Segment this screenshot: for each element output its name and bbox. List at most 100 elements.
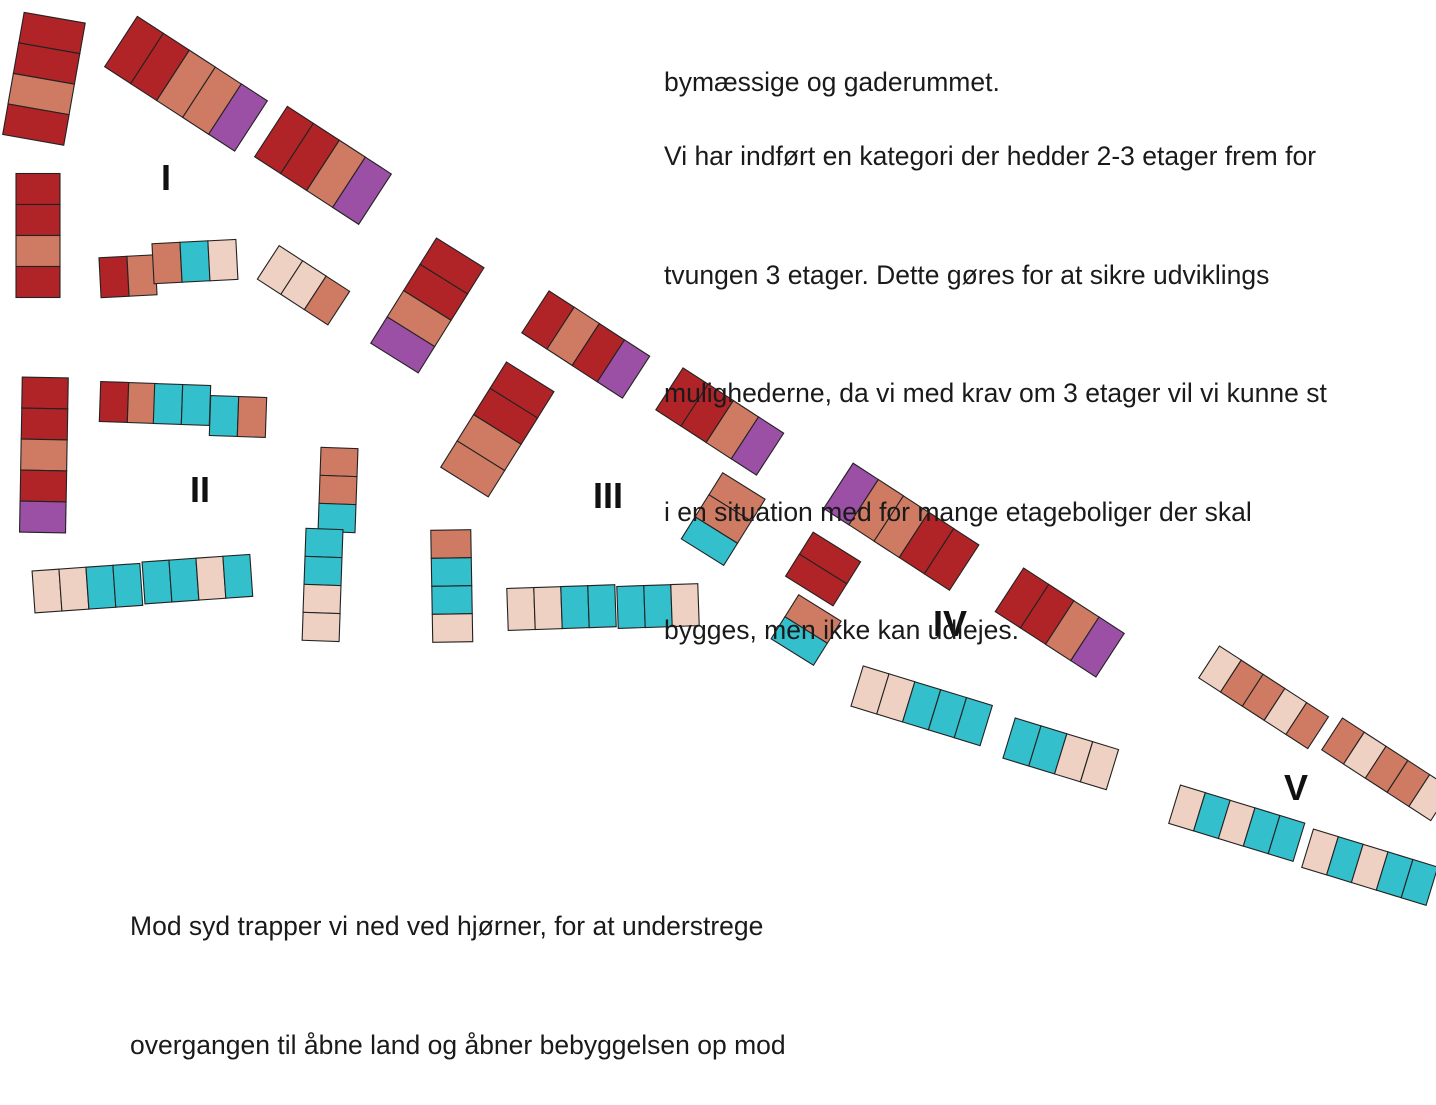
- housing-unit-turquoise: [152, 382, 184, 426]
- building-row: [1002, 717, 1120, 791]
- building-row: [1320, 717, 1436, 822]
- housing-unit-terracotta: [15, 234, 61, 268]
- housing-unit-light-pink: [207, 238, 239, 282]
- text-line: bymæssige og gaderummet.: [664, 67, 1000, 97]
- housing-unit-turquoise: [1267, 814, 1306, 863]
- housing-unit-terracotta: [430, 529, 472, 559]
- text-line: bygges, men ikke kan udlejes.: [664, 615, 1020, 645]
- building-row: [439, 361, 555, 498]
- building-row: [680, 471, 766, 567]
- cluster-label-iii: III: [593, 475, 623, 516]
- building-row: [521, 290, 651, 399]
- housing-unit-terracotta: [1285, 701, 1330, 750]
- building-row: [15, 172, 61, 299]
- housing-unit-dark-red: [98, 255, 130, 299]
- housing-unit-light-pink: [506, 586, 536, 632]
- housing-unit-purple: [596, 339, 651, 399]
- building-row: [822, 462, 980, 591]
- building-blocks-layer: [2, 11, 1436, 906]
- housing-unit-terracotta: [318, 474, 358, 506]
- cluster-label-v: V: [1284, 767, 1308, 808]
- building-row: [770, 593, 842, 667]
- housing-unit-light-pink: [31, 568, 63, 614]
- building-row: [430, 529, 474, 643]
- housing-unit-turquoise: [208, 394, 240, 438]
- building-row: [994, 567, 1126, 678]
- building-row: [18, 376, 69, 534]
- building-row: [208, 394, 268, 439]
- text-line: i en situation med for mange etagebolige…: [664, 496, 1252, 527]
- housing-unit-purple: [730, 416, 785, 476]
- housing-unit-turquoise: [680, 516, 739, 567]
- housing-unit-light-pink: [533, 586, 563, 631]
- text-line: mulighederne, da vi med krav om 3 etager…: [664, 378, 1327, 408]
- cluster-label-iv: IV: [933, 603, 967, 644]
- housing-unit-light-pink: [1408, 773, 1436, 822]
- building-row: [151, 238, 239, 285]
- housing-unit-terracotta: [126, 381, 158, 425]
- housing-unit-turquoise: [180, 383, 212, 427]
- housing-unit-turquoise: [304, 527, 344, 559]
- housing-unit-turquoise: [222, 553, 254, 599]
- building-row: [152, 382, 212, 427]
- building-row: [1197, 645, 1330, 750]
- housing-unit-light-pink: [670, 583, 700, 628]
- building-row: [2, 11, 86, 146]
- housing-unit-turquoise: [112, 562, 144, 608]
- housing-unit-dark-red: [19, 469, 68, 503]
- housing-unit-turquoise: [560, 585, 590, 630]
- building-row: [103, 15, 269, 152]
- housing-unit-dark-red: [15, 265, 61, 299]
- housing-unit-dark-red: [923, 527, 980, 591]
- housing-unit-light-pink: [301, 611, 341, 643]
- housing-unit-turquoise: [141, 559, 173, 605]
- housing-unit-purple: [331, 156, 393, 226]
- housing-unit-dark-red: [2, 103, 70, 146]
- housing-unit-purple: [207, 83, 269, 152]
- housing-unit-turquoise: [317, 502, 357, 534]
- building-row: [1301, 828, 1436, 906]
- intro-text-fragment: bymæssige og gaderummet.: [664, 0, 1000, 142]
- cluster-label-i: I: [161, 157, 171, 198]
- housing-unit-turquoise: [953, 696, 994, 747]
- housing-unit-dark-red: [15, 172, 61, 206]
- cluster-labels-layer: I II III IV V: [161, 157, 1308, 808]
- housing-unit-light-pink: [1079, 740, 1120, 791]
- housing-unit-terracotta: [319, 446, 359, 478]
- housing-unit-dark-red: [21, 376, 69, 410]
- building-row: [369, 237, 485, 374]
- housing-unit-turquoise: [303, 555, 343, 587]
- housing-unit-light-pink: [431, 613, 474, 643]
- housing-unit-turquoise: [1400, 858, 1436, 906]
- housing-unit-terracotta: [236, 395, 268, 439]
- housing-unit-dark-red: [784, 553, 848, 607]
- building-row: [317, 446, 359, 534]
- text-line: tvungen 3 etager. Dette gøres for at sik…: [664, 259, 1270, 290]
- housing-unit-dark-red: [98, 380, 130, 424]
- housing-unit-terracotta: [439, 440, 506, 498]
- housing-unit-purple: [369, 316, 436, 374]
- housing-unit-turquoise: [85, 564, 117, 610]
- housing-unit-light-pink: [302, 583, 342, 615]
- housing-unit-purple: [18, 500, 67, 534]
- text-line: overgangen til åbne land og åbner bebygg…: [130, 1029, 786, 1060]
- housing-unit-purple: [1069, 616, 1126, 678]
- building-row: [98, 254, 158, 299]
- building-row: [655, 367, 785, 476]
- housing-unit-turquoise: [616, 584, 646, 630]
- housing-unit-terracotta: [20, 438, 68, 472]
- housing-unit-turquoise: [431, 585, 473, 615]
- building-row: [253, 105, 393, 226]
- housing-unit-light-pink: [58, 566, 90, 612]
- text-line: Vi har indført en kategori der hedder 2-…: [664, 141, 1317, 171]
- housing-unit-turquoise: [179, 240, 211, 283]
- building-row: [1168, 784, 1306, 863]
- south-paragraph: Mod syd trapper vi ned ved hjørner, for …: [130, 828, 786, 1105]
- site-plan-diagram: I II III IV V: [2, 11, 1436, 906]
- text-line: Mod syd trapper vi ned ved hjørner, for …: [130, 911, 764, 941]
- building-row: [616, 583, 700, 630]
- building-row: [301, 527, 344, 643]
- building-row: [256, 244, 351, 326]
- housing-unit-turquoise: [168, 557, 200, 603]
- housing-unit-light-pink: [195, 555, 227, 601]
